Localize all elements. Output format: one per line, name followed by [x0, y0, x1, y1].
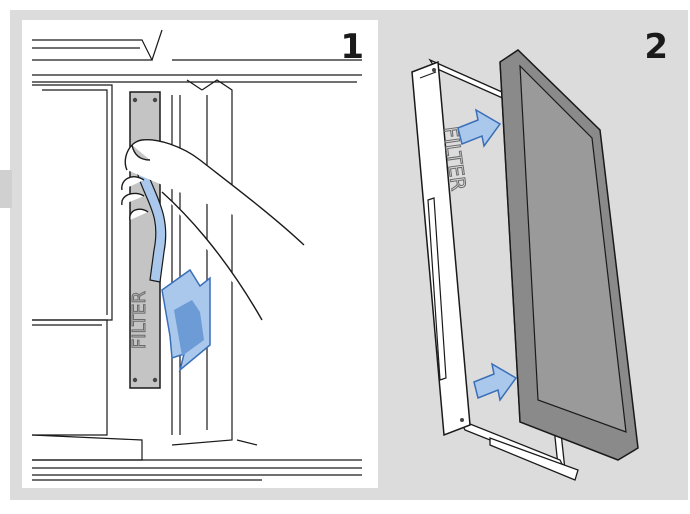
pull-tab	[133, 159, 167, 283]
step-2-number: 2	[644, 27, 668, 67]
step-2-illustration: FILTER	[411, 49, 639, 481]
filter-frame-front	[411, 60, 471, 437]
insert-arrow-icon	[457, 108, 502, 148]
step-1-number: 1	[340, 27, 364, 67]
step-2-panel: FILTER 2	[390, 20, 680, 488]
insert-arrow-icon	[473, 362, 518, 402]
edge-tab	[0, 170, 12, 208]
step-1-illustration: FILTER	[31, 29, 362, 481]
hand-illustration	[121, 138, 305, 321]
filter-label-1: FILTER	[129, 291, 150, 349]
step-1-panel: FILTER 1	[22, 20, 378, 488]
